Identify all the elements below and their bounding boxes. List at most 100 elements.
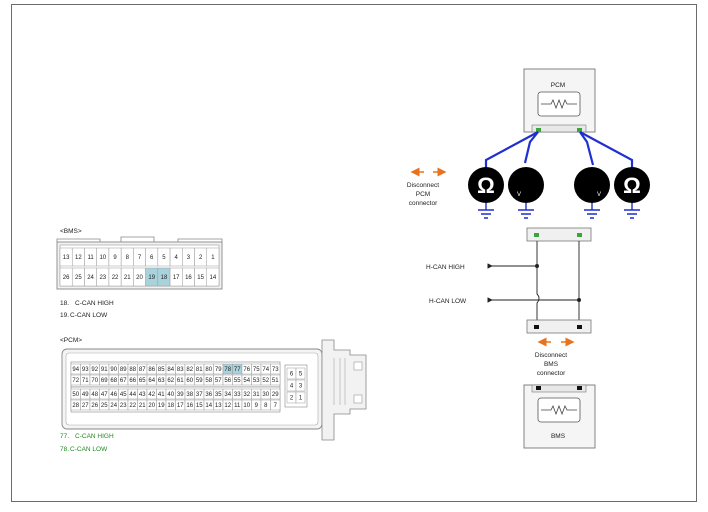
pcm-pin-94: 94 <box>70 363 81 375</box>
svg-text:35: 35 <box>215 392 222 398</box>
svg-text:86: 86 <box>148 367 155 373</box>
bms-pin-22: 22 <box>108 267 122 287</box>
pcm-pin-33: 33 <box>232 388 243 400</box>
svg-text:24: 24 <box>87 275 94 281</box>
pcm-pin-28: 28 <box>70 399 81 411</box>
svg-text:10: 10 <box>243 403 250 409</box>
pcm-pin-86: 86 <box>146 363 157 375</box>
voltmeter-left: V <box>508 167 544 203</box>
svg-text:19: 19 <box>148 275 155 281</box>
svg-text:25: 25 <box>75 275 82 281</box>
svg-text:62: 62 <box>167 378 174 384</box>
measurement-wires <box>484 131 634 170</box>
pcm-pin-83: 83 <box>175 363 186 375</box>
svg-text:65: 65 <box>139 378 146 384</box>
svg-text:30: 30 <box>262 392 269 398</box>
pcm-pin-56: 56 <box>222 374 233 386</box>
pcm-pin-77: 77 <box>232 363 243 375</box>
bms-pin-11: 11 <box>84 247 97 267</box>
svg-text:48: 48 <box>91 392 98 398</box>
pcm-pin-68: 68 <box>108 374 119 386</box>
svg-text:73: 73 <box>272 367 279 373</box>
ohm-symbol-right: Ω <box>623 173 641 198</box>
svg-text:23: 23 <box>120 403 127 409</box>
pcm-pin-41: 41 <box>156 388 167 400</box>
bms-legend-19: 19.C-CAN LOW <box>60 312 108 319</box>
bms-pin-25: 25 <box>71 267 85 287</box>
svg-text:2: 2 <box>290 396 294 402</box>
svg-text:55: 55 <box>234 378 241 384</box>
svg-text:26: 26 <box>63 275 70 281</box>
bms-pin-2: 2 <box>194 247 208 267</box>
pcm-pin-78: 78 <box>222 363 233 375</box>
bms-pin-18: 18 <box>157 267 171 287</box>
pcm-pin-30: 30 <box>260 388 271 400</box>
pcm-pin-high <box>536 128 541 132</box>
svg-text:67: 67 <box>120 378 127 384</box>
svg-text:31: 31 <box>253 392 260 398</box>
svg-text:20: 20 <box>148 403 155 409</box>
ohmmeter-left: Ω <box>468 167 504 203</box>
svg-text:16: 16 <box>185 275 192 281</box>
svg-text:17: 17 <box>173 275 180 281</box>
pcm-pin-44: 44 <box>127 388 138 400</box>
bms-pin-26: 26 <box>59 267 73 287</box>
bms-pin-13: 13 <box>59 247 73 267</box>
pcm-pin-73: 73 <box>270 363 281 375</box>
bms-pin-23: 23 <box>96 267 110 287</box>
can-wires <box>487 241 580 320</box>
svg-text:2: 2 <box>199 255 203 261</box>
svg-text:25: 25 <box>101 403 108 409</box>
svg-text:14: 14 <box>205 403 212 409</box>
svg-text:24: 24 <box>110 403 117 409</box>
svg-text:23: 23 <box>99 275 106 281</box>
svg-text:22: 22 <box>129 403 136 409</box>
pcm-module-label: PCM <box>551 82 565 89</box>
svg-text:54: 54 <box>243 378 250 384</box>
svg-text:3: 3 <box>187 255 191 261</box>
volt-symbol-right: V <box>597 192 601 198</box>
svg-text:84: 84 <box>167 367 174 373</box>
pcm-pin-71: 71 <box>80 374 91 386</box>
splice-high <box>535 264 539 268</box>
svg-text:40: 40 <box>167 392 174 398</box>
disconnect-bms-line2: BMS <box>544 361 559 368</box>
pcm-pin-54: 54 <box>241 374 252 386</box>
bms-pin-19: 19 <box>145 267 159 287</box>
svg-text:69: 69 <box>101 378 108 384</box>
svg-text:4: 4 <box>175 255 179 261</box>
svg-text:71: 71 <box>82 378 89 384</box>
svg-text:50: 50 <box>72 392 79 398</box>
svg-text:47: 47 <box>101 392 108 398</box>
pcm-small-pin-3: 3 <box>295 379 306 392</box>
pcm-pin-55: 55 <box>232 374 243 386</box>
svg-text:4: 4 <box>290 384 294 390</box>
svg-text:75: 75 <box>253 367 260 373</box>
svg-text:52: 52 <box>262 378 269 384</box>
bms-pin-21: 21 <box>120 267 134 287</box>
svg-text:20: 20 <box>136 275 143 281</box>
pcm-pin-60: 60 <box>184 374 195 386</box>
pcm-pin-17: 17 <box>175 399 186 411</box>
bms-pin-4: 4 <box>169 247 183 267</box>
pcm-pin-49: 49 <box>80 388 91 400</box>
svg-text:88: 88 <box>129 367 136 373</box>
svg-text:64: 64 <box>148 378 155 384</box>
bms-pin-9: 9 <box>108 247 122 267</box>
ohm-symbol-left: Ω <box>477 173 495 198</box>
svg-text:9: 9 <box>113 255 117 261</box>
pcm-pin-75: 75 <box>251 363 262 375</box>
pcm-pin-14: 14 <box>203 399 214 411</box>
svg-text:18: 18 <box>167 403 174 409</box>
svg-text:81: 81 <box>196 367 203 373</box>
svg-text:38: 38 <box>186 392 193 398</box>
svg-text:15: 15 <box>197 275 204 281</box>
svg-text:59: 59 <box>196 378 203 384</box>
svg-text:70: 70 <box>91 378 98 384</box>
svg-text:90: 90 <box>110 367 117 373</box>
pcm-pin-8: 8 <box>260 399 271 411</box>
svg-text:45: 45 <box>120 392 127 398</box>
pcm-pin-7: 7 <box>270 399 281 411</box>
pcm-pin-89: 89 <box>118 363 129 375</box>
